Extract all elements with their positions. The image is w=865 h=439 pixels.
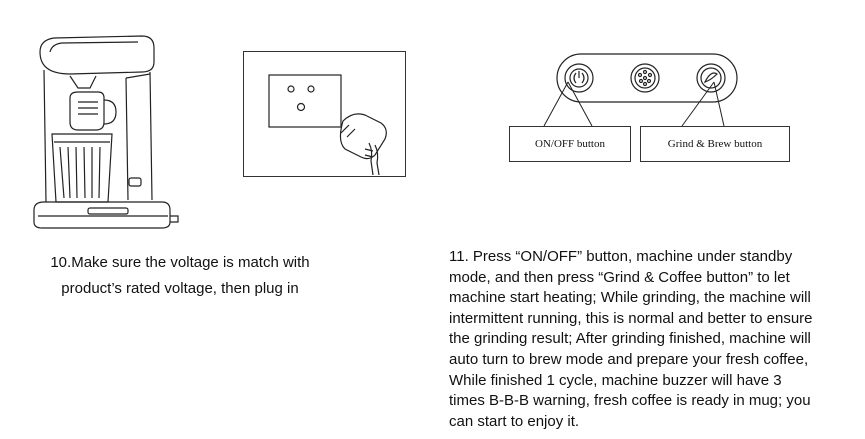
onoff-button-label: ON/OFF button (509, 126, 631, 162)
step-11-line: can start to enjoy it. (449, 412, 580, 430)
control-panel-illustration (556, 53, 738, 103)
grind-brew-icon (630, 63, 660, 93)
label-pointer-lines (543, 81, 725, 127)
step-11-line: machine start heating; While grinding, t… (449, 289, 811, 307)
step-11-line: mode, and then press “Grind & Coffee but… (449, 268, 790, 286)
grind-brew-button-label: Grind & Brew button (640, 126, 790, 162)
step-11-line: While finished 1 cycle, machine buzzer w… (449, 371, 782, 389)
brew-icon (696, 63, 726, 93)
step-11-instructions: 11. Press “ON/OFF” button, machine under… (449, 247, 861, 432)
step-10-line-1: 10.Make sure the voltage is match with (50, 254, 310, 271)
step-11-line: the grinding result; After grinding fini… (449, 330, 811, 348)
step-11-line: auto turn to brew mode and prepare your … (449, 350, 809, 368)
power-icon (564, 63, 594, 93)
step-11-line: intermittent running, this is normal and… (449, 309, 813, 327)
plug-illustration-frame (243, 51, 406, 177)
step-11-line: 11. Press “ON/OFF” button, machine under… (449, 248, 793, 265)
step-10-caption: 10.Make sure the voltage is match with p… (20, 250, 340, 302)
step-10-line-2: product’s rated voltage, then plug in (61, 280, 299, 297)
socket-and-plug-illustration (268, 74, 387, 176)
step-11-line: times B-B-B warning, fresh coffee is rea… (449, 392, 811, 410)
coffee-machine-illustration (33, 35, 179, 229)
